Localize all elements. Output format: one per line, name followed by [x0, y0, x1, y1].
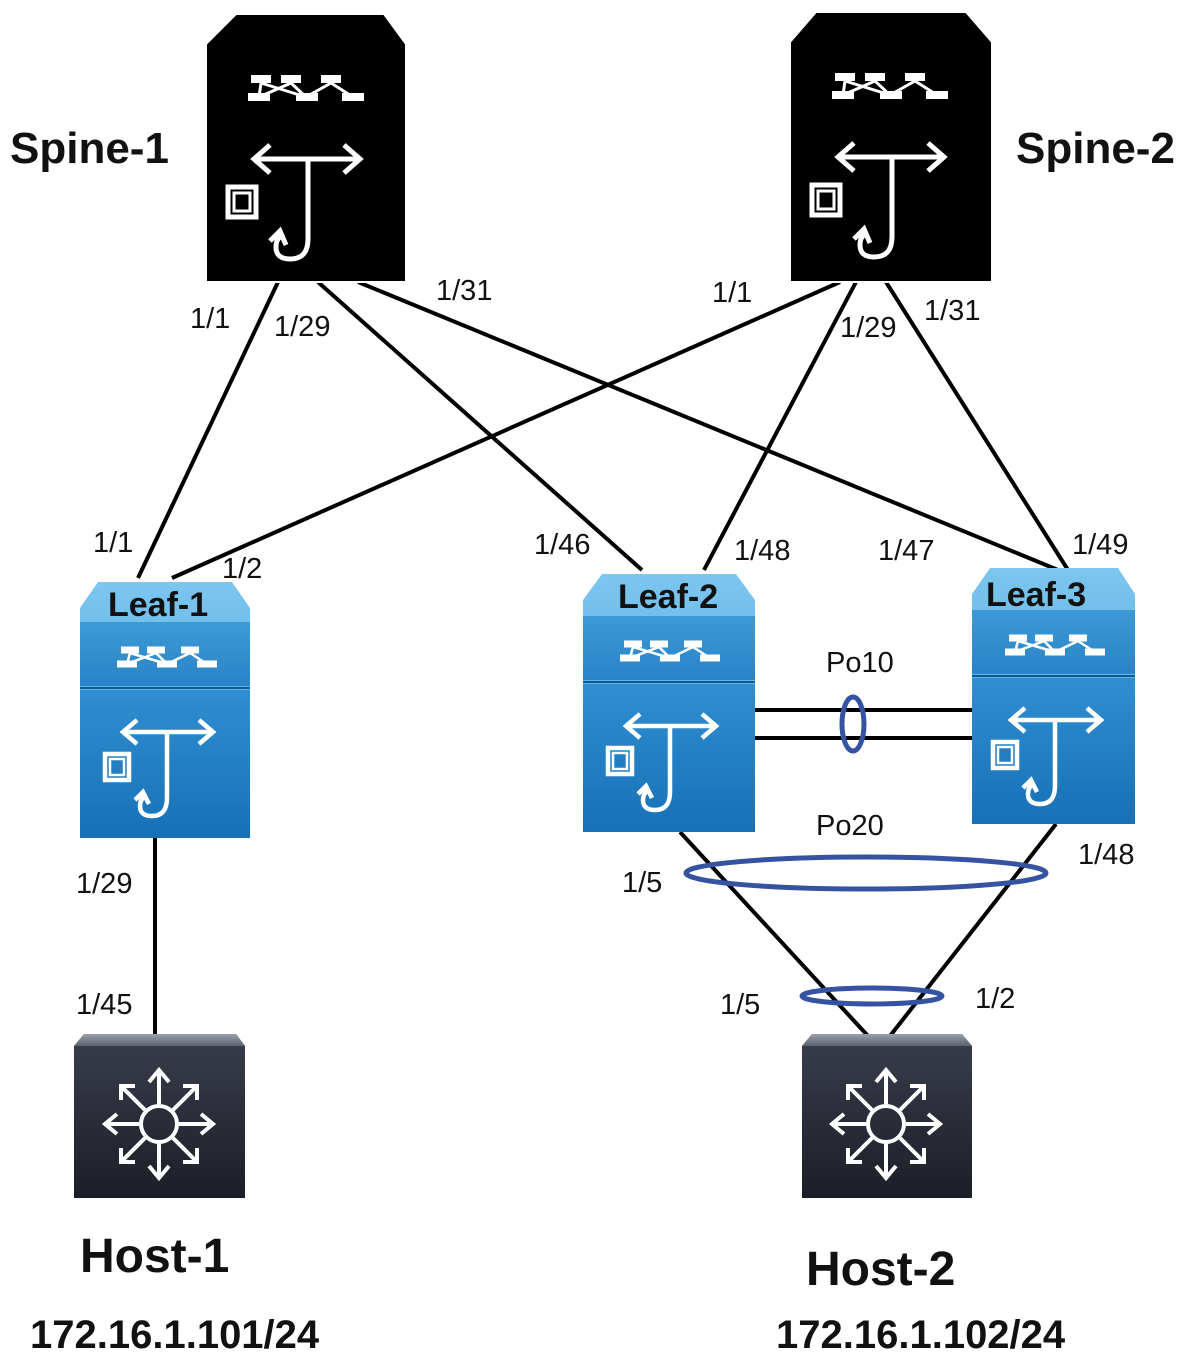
port-leaf1-1-1: 1/1: [93, 527, 133, 559]
link-spine1-leaf2: [316, 280, 644, 572]
port-spine1-1-1: 1/1: [190, 303, 230, 335]
port-host2-1-5: 1/5: [720, 989, 760, 1021]
spine2-label: Spine-2: [1016, 124, 1175, 173]
host2-device[interactable]: [802, 1034, 972, 1198]
host1-device[interactable]: [74, 1034, 245, 1198]
port-host2-1-2: 1/2: [975, 983, 1015, 1015]
link-spine1-leaf3: [357, 280, 1059, 572]
leaf1-label: Leaf-1: [108, 586, 208, 624]
link-spine2-leaf1: [171, 280, 841, 580]
spine1-switch[interactable]: [205, 13, 407, 283]
port-leaf1-1-29: 1/29: [76, 868, 132, 900]
spine1-label: Spine-1: [10, 124, 169, 173]
leaf2-label: Leaf-2: [618, 578, 718, 616]
po10-label: Po10: [826, 647, 894, 679]
port-spine1-1-29: 1/29: [274, 311, 330, 343]
po10-ring: [839, 694, 867, 754]
port-leaf3-1-49: 1/49: [1072, 529, 1128, 561]
spine2-switch[interactable]: [789, 11, 993, 283]
leaf2-switch[interactable]: [583, 574, 755, 832]
port-leaf2-1-48: 1/48: [734, 535, 790, 567]
link-spine1-leaf1: [136, 281, 280, 579]
port-leaf1-1-2: 1/2: [222, 553, 262, 585]
host1-label: Host-1: [80, 1230, 229, 1283]
port-spine2-1-29: 1/29: [840, 312, 896, 344]
port-leaf2-1-46: 1/46: [534, 529, 590, 561]
link-spine2-leaf3: [884, 280, 1070, 572]
leaf3-label: Leaf-3: [986, 576, 1086, 614]
host1-ip: 172.16.1.101/24: [30, 1313, 320, 1357]
port-leaf2-1-5: 1/5: [622, 867, 662, 899]
host2-label: Host-2: [806, 1243, 955, 1296]
po20-label: Po20: [816, 810, 884, 842]
leaf1-switch[interactable]: [80, 582, 250, 838]
link-spine2-leaf2: [702, 281, 858, 571]
port-spine2-1-1: 1/1: [712, 277, 752, 309]
port-leaf3-1-47: 1/47: [878, 535, 934, 567]
leaf3-switch[interactable]: [972, 568, 1135, 824]
port-host1-1-45: 1/45: [76, 989, 132, 1021]
po20-ring: [683, 854, 1049, 892]
port-spine2-1-31: 1/31: [924, 295, 980, 327]
port-spine1-1-31: 1/31: [436, 275, 492, 307]
port-leaf3-1-48: 1/48: [1078, 839, 1134, 871]
host2-ip: 172.16.1.102/24: [776, 1313, 1066, 1357]
host2-bundle-ring: [799, 985, 945, 1007]
